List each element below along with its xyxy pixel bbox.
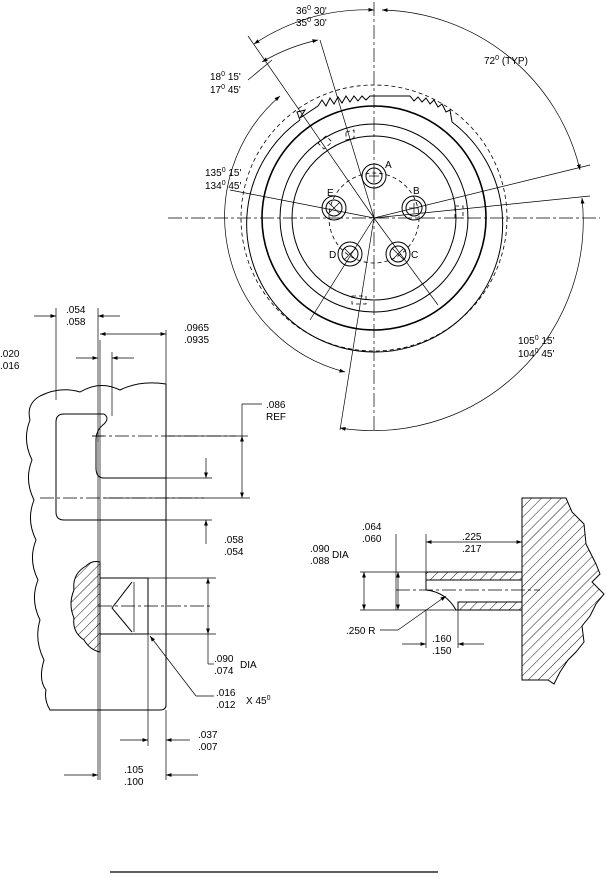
tube-dia-label: DIA [332, 550, 349, 561]
contact-label-e: E [327, 188, 334, 199]
body-outline [26, 382, 167, 711]
arc-72deg-typ [381, 8, 581, 171]
dim-dia-b: .074 [214, 666, 234, 677]
radial-line-b [247, 35, 375, 219]
svg-text:1040 45': 1040 45' [518, 348, 554, 360]
tube-len-b: .060 [362, 534, 382, 545]
dim-base-b: .100 [124, 777, 144, 788]
hatched-wall [521, 497, 605, 685]
svg-text:170 45': 170 45' [210, 84, 241, 96]
dim-top-a: .054 [66, 305, 86, 316]
tube-radius-label: .250 R [346, 626, 375, 637]
label-72deg-typ: 720 (TYP) [484, 55, 528, 67]
tube-wall-top [425, 571, 523, 581]
dim-left-a: .020 [0, 349, 20, 360]
arc-135deg [224, 95, 346, 373]
radial-line-g [309, 217, 375, 321]
serrated-edge [296, 95, 453, 123]
svg-text:720 (TYP): 720 (TYP) [484, 55, 528, 67]
contact-d [337, 241, 363, 267]
svg-text:1340 45': 1340 45' [205, 180, 241, 192]
dim-ref-b: REF [266, 412, 286, 423]
contact-label-a: A [385, 160, 392, 171]
dim-chamfer-b: .012 [216, 700, 236, 711]
dim-right-b: .0935 [184, 335, 209, 346]
arc-105deg [339, 197, 585, 431]
radial-line-c [229, 189, 375, 219]
contact-a [361, 163, 387, 189]
arc-18deg [261, 39, 319, 63]
dim-left-b: .016 [0, 361, 20, 372]
svg-text:360 30': 360 30' [296, 5, 327, 17]
tube-off-b: .150 [432, 646, 452, 657]
dim-dia-label: DIA [240, 660, 257, 671]
dim-top-b: .058 [66, 317, 86, 328]
radial-line-h [373, 217, 439, 306]
svg-text:1050 15': 1050 15' [518, 335, 554, 347]
tube-dia-b: .088 [310, 556, 330, 567]
svg-text:180 15': 180 15' [210, 71, 241, 83]
dim-base-a: .105 [124, 765, 144, 776]
contact-label-b: B [413, 186, 420, 197]
label-105deg: 1050 15' 1040 45' [518, 335, 554, 360]
chamfer-v [111, 581, 133, 633]
dim-bot-a: .037 [198, 730, 218, 741]
dim-right-a: .0965 [184, 323, 209, 334]
contact-c [385, 241, 411, 267]
tube-wall-bottom [457, 601, 523, 611]
radial-line-a [319, 39, 375, 219]
dim-chamfer-x: X 450 [246, 695, 271, 707]
tube-depth-b: .217 [462, 544, 482, 555]
contact-label-c: C [411, 250, 418, 261]
inner-slot [55, 413, 166, 521]
label-36deg: 360 30' 350 30' [296, 5, 327, 29]
dim-dia-a: .090 [214, 654, 234, 665]
svg-text:1350 15': 1350 15' [205, 167, 241, 179]
dim-gap-b: .054 [224, 547, 244, 558]
section-view: .054 .058 .020 .016 .0965 .0935 .086 REF… [0, 305, 286, 788]
key-slot-upper [345, 129, 355, 141]
dim-chamfer-a: .016 [216, 688, 236, 699]
tube-view: .064 .060 .225 .217 .090 .088 DIA .250 R… [310, 497, 605, 685]
contact-e [321, 195, 347, 221]
tube-dia-a: .090 [310, 544, 330, 555]
svg-text:350 30': 350 30' [296, 17, 327, 29]
dim-gap-a: .058 [224, 535, 244, 546]
dim-bot-b: .007 [198, 742, 218, 753]
arc-36deg [253, 7, 375, 45]
dim-ref-a: .086 [266, 400, 286, 411]
label-135deg: 1350 15' 1340 45' [205, 167, 241, 192]
flange-view: A B C D E 360 30' 350 30' 720 (TYP) 180 … [168, 2, 600, 431]
tube-len-a: .064 [362, 522, 382, 533]
tube-depth-a: .225 [462, 532, 482, 543]
contact-label-d: D [329, 250, 336, 261]
hatched-section [70, 561, 101, 653]
tube-off-a: .160 [432, 634, 452, 645]
contact-b [401, 195, 427, 221]
label-18deg: 180 15' 170 45' [210, 59, 273, 96]
outer-shell [246, 119, 504, 353]
